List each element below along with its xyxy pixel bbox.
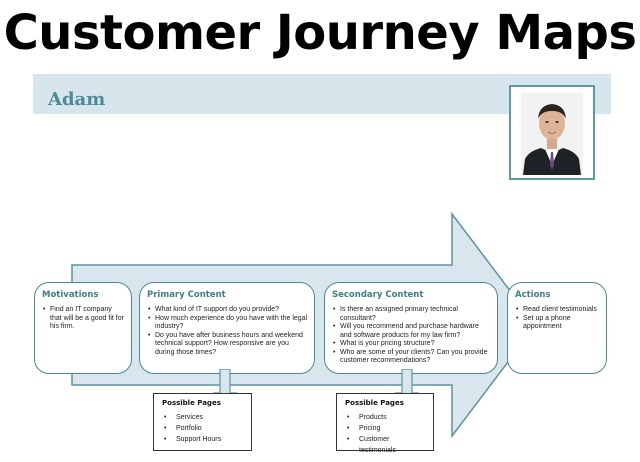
stage-title: Actions [515,290,551,300]
list-item: Support Hours [162,434,245,445]
list-item: What kind of IT support do you provide? [147,306,308,315]
stage-actions: Actions Read client testimonials Set up … [507,282,607,374]
person-portrait-icon [521,93,583,175]
persona-name: Adam [48,89,106,110]
stage-motivations: Motivations Find an IT company that will… [34,282,132,374]
list-item: Is there an assigned primary technical c… [332,306,491,323]
persona-photo [509,85,595,180]
list-item: Find an IT company that will be a good f… [42,306,125,332]
list-item: What is your pricing structure? [332,340,491,349]
stage-title: Motivations [42,290,99,300]
page-title: Customer Journey Maps [3,5,637,61]
list-item: Customer testimonials [345,434,427,456]
list-item: Products [345,412,427,423]
list-item: Read client testimonials [515,306,600,315]
possible-pages-secondary: Possible Pages Products Pricing Customer… [336,393,434,454]
possible-pages-primary: Possible Pages Services Portfolio Suppor… [153,393,252,451]
list-item: Who are some of your clients? Can you pr… [332,349,491,366]
list-item: Pricing [345,423,427,434]
list-item: Services [162,412,245,423]
stage-title: Primary Content [147,290,226,300]
list-item: Will you recommend and purchase hardware… [332,323,491,340]
list-item: Set up a phone appointment [515,315,600,332]
pages-title: Possible Pages [345,399,404,407]
list-item: Portfolio [162,423,245,434]
stage-primary-content: Primary Content What kind of IT support … [139,282,315,374]
list-item: Do you have after business hours and wee… [147,332,308,358]
list-item: How much experience do you have with the… [147,315,308,332]
stage-title: Secondary Content [332,290,424,300]
pages-title: Possible Pages [162,399,221,407]
stage-secondary-content: Secondary Content Is there an assigned p… [324,282,498,374]
